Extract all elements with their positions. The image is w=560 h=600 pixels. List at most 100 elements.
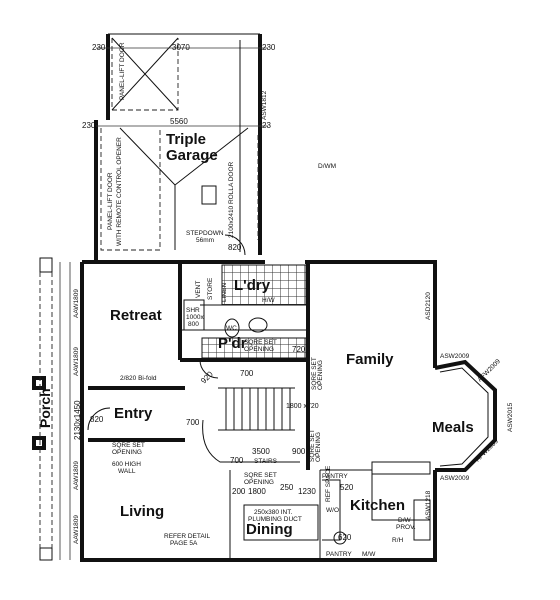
svg-text:OPENING: OPENING bbox=[244, 346, 274, 353]
svg-text:PLUMBING DUCT: PLUMBING DUCT bbox=[248, 516, 302, 523]
family-label: Family bbox=[346, 351, 394, 368]
svg-text:820: 820 bbox=[90, 415, 104, 424]
svg-text:250x380 INT.: 250x380 INT. bbox=[254, 509, 292, 516]
svg-text:1800: 1800 bbox=[248, 487, 266, 496]
svg-text:700: 700 bbox=[186, 418, 200, 427]
svg-text:920: 920 bbox=[199, 369, 215, 385]
svg-text:PAGE 5A: PAGE 5A bbox=[170, 540, 198, 547]
svg-text:OPENING: OPENING bbox=[112, 449, 142, 456]
svg-text:1800 x720: 1800 x720 bbox=[286, 403, 319, 410]
kitchen-label: Kitchen bbox=[350, 497, 405, 514]
porch-label: Porch bbox=[37, 388, 53, 428]
svg-text:2100x2410 ROLLA DOOR: 2100x2410 ROLLA DOOR bbox=[228, 161, 235, 238]
annotation-labels: PANEL-LIFT DOOR PANEL-LIFT DOOR WITH REM… bbox=[73, 42, 514, 558]
svg-text:PANEL-LIFT DOOR: PANEL-LIFT DOOR bbox=[119, 42, 126, 100]
garage-label-2: Garage bbox=[166, 147, 218, 164]
svg-text:1230: 1230 bbox=[298, 487, 316, 496]
svg-text:AAW1809: AAW1809 bbox=[73, 289, 80, 318]
svg-text:230: 230 bbox=[82, 121, 96, 130]
svg-text:SQRE SET: SQRE SET bbox=[244, 339, 277, 346]
svg-text:OPENING: OPENING bbox=[317, 360, 324, 390]
svg-text:3070: 3070 bbox=[172, 43, 190, 52]
entry-label: Entry bbox=[114, 405, 153, 422]
svg-text:800: 800 bbox=[188, 321, 199, 328]
svg-text:AFW2009: AFW2009 bbox=[474, 438, 500, 464]
meals-label: Meals bbox=[432, 419, 474, 436]
dining-label: Dining bbox=[246, 521, 293, 538]
svg-text:OPENING: OPENING bbox=[315, 432, 322, 462]
svg-text:LINEN: LINEN bbox=[221, 283, 228, 302]
svg-text:AAW1809: AAW1809 bbox=[73, 461, 80, 490]
svg-text:520: 520 bbox=[340, 483, 354, 492]
svg-text:230: 230 bbox=[262, 43, 276, 52]
door-swings bbox=[87, 234, 246, 431]
svg-text:WALL: WALL bbox=[118, 468, 136, 475]
svg-text:700: 700 bbox=[230, 456, 244, 465]
svg-text:PANTRY: PANTRY bbox=[326, 551, 352, 558]
garage-label-1: Triple bbox=[166, 131, 206, 148]
svg-text:5560: 5560 bbox=[170, 117, 188, 126]
svg-text:56mm: 56mm bbox=[196, 237, 214, 244]
svg-text:ASD2120: ASD2120 bbox=[425, 292, 432, 320]
laundry-tiles bbox=[221, 264, 307, 306]
svg-text:REFER DETAIL: REFER DETAIL bbox=[164, 533, 210, 540]
svg-text:AAW1809: AAW1809 bbox=[73, 347, 80, 376]
porch-area bbox=[32, 257, 71, 561]
svg-text:ASW1812: ASW1812 bbox=[261, 90, 268, 120]
svg-text:SHR: SHR bbox=[186, 307, 200, 314]
svg-text:250: 250 bbox=[280, 483, 294, 492]
svg-text:PANEL-LIFT DOOR: PANEL-LIFT DOOR bbox=[107, 172, 114, 230]
svg-text:SQRE SET: SQRE SET bbox=[112, 442, 145, 449]
svg-text:PROV.: PROV. bbox=[396, 524, 416, 531]
svg-text:200: 200 bbox=[232, 487, 246, 496]
svg-text:STAIRS: STAIRS bbox=[254, 458, 278, 465]
living-label: Living bbox=[120, 503, 164, 520]
svg-text:PANTRY: PANTRY bbox=[322, 473, 348, 480]
svg-text:WC: WC bbox=[226, 325, 237, 332]
bathroom-fixtures bbox=[183, 299, 268, 338]
house-walls bbox=[80, 260, 497, 562]
svg-text:D/W: D/W bbox=[398, 517, 412, 524]
svg-text:REF SPACE: REF SPACE bbox=[325, 465, 332, 502]
svg-text:SQRE SET: SQRE SET bbox=[244, 472, 277, 479]
svg-text:D/WM: D/WM bbox=[318, 163, 336, 170]
svg-text:600 HIGH: 600 HIGH bbox=[112, 461, 141, 468]
svg-text:R/H: R/H bbox=[392, 537, 404, 544]
kitchen-benches bbox=[243, 461, 431, 545]
svg-text:SQRE SET: SQRE SET bbox=[309, 429, 316, 462]
svg-text:1000x: 1000x bbox=[186, 314, 204, 321]
svg-text:M/W: M/W bbox=[362, 551, 376, 558]
svg-text:H/W: H/W bbox=[262, 297, 276, 304]
svg-text:720: 720 bbox=[292, 345, 306, 354]
svg-text:ASW1218: ASW1218 bbox=[425, 490, 432, 520]
svg-text:W/O: W/O bbox=[326, 507, 339, 514]
svg-text:3500: 3500 bbox=[252, 447, 270, 456]
svg-text:AAW1809: AAW1809 bbox=[73, 515, 80, 544]
svg-text:23: 23 bbox=[262, 121, 271, 130]
svg-text:2130x1450: 2130x1450 bbox=[73, 400, 82, 440]
svg-text:SQRE SET: SQRE SET bbox=[311, 357, 318, 390]
svg-text:ASW2009: ASW2009 bbox=[440, 353, 470, 360]
svg-text:AFW2009: AFW2009 bbox=[476, 358, 502, 384]
svg-text:VENT: VENT bbox=[195, 281, 202, 298]
svg-text:ASW2015: ASW2015 bbox=[507, 402, 514, 432]
svg-text:WITH REMOTE CONTROL OPENER: WITH REMOTE CONTROL OPENER bbox=[116, 137, 123, 246]
svg-text:820: 820 bbox=[228, 243, 242, 252]
svg-text:OPENING: OPENING bbox=[244, 479, 274, 486]
svg-text:700: 700 bbox=[240, 369, 254, 378]
staircase bbox=[202, 387, 300, 463]
svg-text:230: 230 bbox=[92, 43, 106, 52]
dimension-labels: 230 3070 230 230 5560 23 820 820 700 700… bbox=[73, 43, 354, 542]
svg-text:900: 900 bbox=[292, 447, 306, 456]
svg-text:2/820 Bi-fold: 2/820 Bi-fold bbox=[120, 375, 157, 382]
powder-label: P'dr bbox=[218, 335, 247, 352]
svg-text:STORE: STORE bbox=[207, 277, 214, 300]
svg-text:STEPDOWN: STEPDOWN bbox=[186, 230, 224, 237]
laundry-label: L'dry bbox=[234, 277, 271, 294]
svg-text:620: 620 bbox=[338, 533, 352, 542]
garage-walls bbox=[94, 33, 268, 260]
svg-text:ASW2009: ASW2009 bbox=[440, 475, 470, 482]
powder-tiles bbox=[201, 337, 307, 359]
retreat-label: Retreat bbox=[110, 307, 162, 324]
